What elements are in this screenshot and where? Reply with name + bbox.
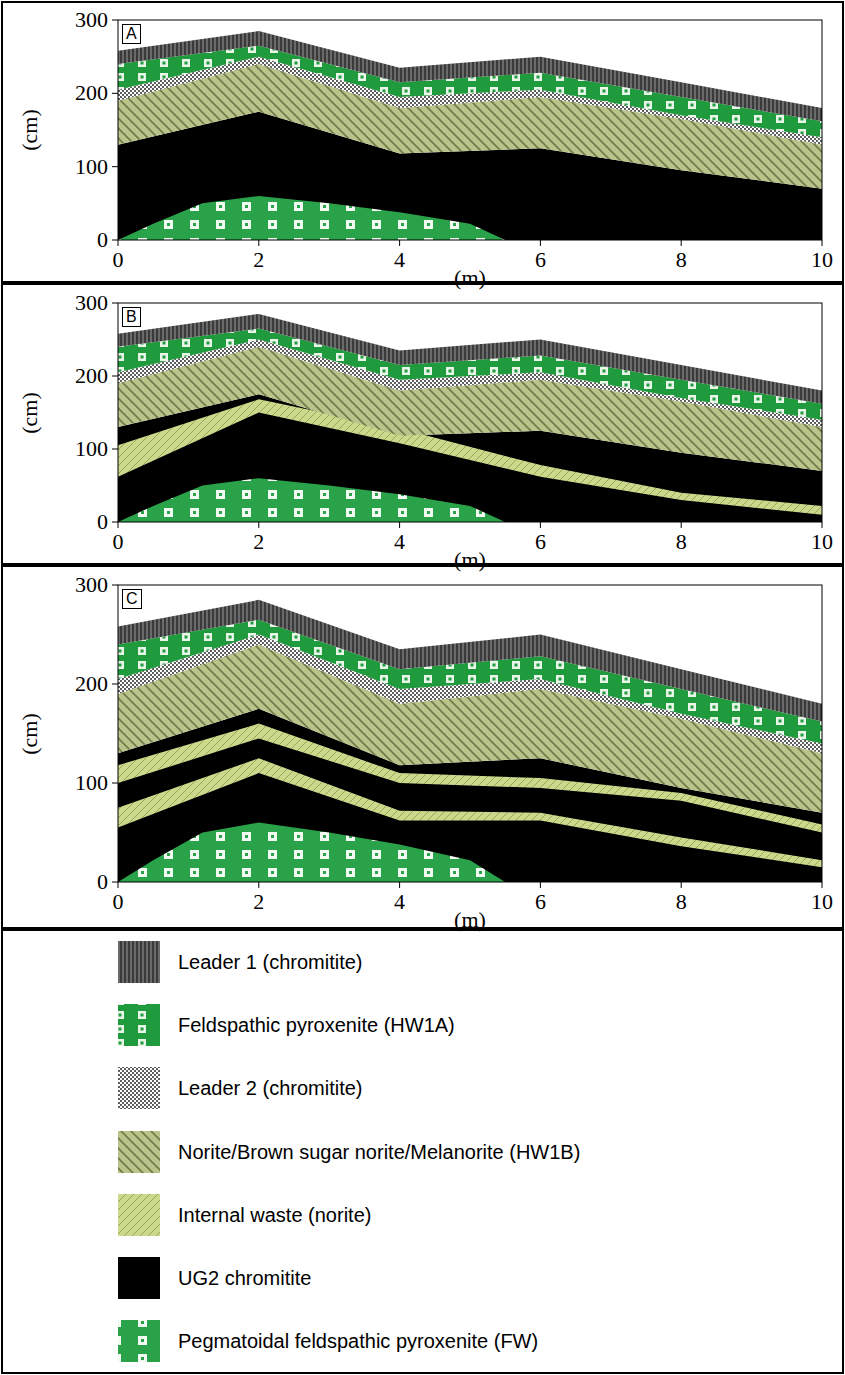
axis-title: (cm) <box>19 713 41 755</box>
y-tick <box>112 376 118 377</box>
legend-text: Leader 1 (chromitite) <box>178 952 363 972</box>
y-tick-label: 200 <box>75 82 108 104</box>
y-tick <box>112 684 118 685</box>
y-tick-label: 0 <box>97 229 108 251</box>
panel-letter: B <box>122 307 141 327</box>
x-tick <box>258 240 259 246</box>
x-tick <box>540 882 541 888</box>
x-tick-label: 10 <box>811 891 833 913</box>
y-tick <box>112 166 118 167</box>
legend-swatch <box>118 941 160 983</box>
y-tick <box>112 93 118 94</box>
x-tick <box>258 882 259 888</box>
x-tick-label: 6 <box>535 891 546 913</box>
x-tick <box>118 522 119 528</box>
x-tick <box>540 240 541 246</box>
x-tick <box>681 522 682 528</box>
y-tick <box>112 783 118 784</box>
x-tick-label: 0 <box>113 891 124 913</box>
legend-swatch <box>118 1067 160 1109</box>
x-tick-label: 2 <box>253 249 264 271</box>
leader-1 <box>118 600 822 722</box>
y-tick-label: 300 <box>75 574 108 596</box>
x-tick-label: 4 <box>394 531 405 553</box>
legend-text: Feldspathic pyroxenite (HW1A) <box>178 1015 455 1035</box>
x-tick-label: 2 <box>253 891 264 913</box>
x-tick <box>399 522 400 528</box>
y-tick <box>112 522 118 523</box>
legend-text: Leader 2 (chromitite) <box>178 1078 363 1098</box>
plot-frame <box>118 303 822 522</box>
x-tick-label: 4 <box>394 249 405 271</box>
x-tick-label: 2 <box>253 531 264 553</box>
y-tick <box>112 585 118 586</box>
axis-title: (m) <box>454 267 486 289</box>
y-tick <box>112 240 118 241</box>
y-tick <box>112 882 118 883</box>
plot-frame <box>118 585 822 882</box>
x-tick-label: 10 <box>811 249 833 271</box>
x-tick <box>681 240 682 246</box>
footwall-pyroxenite <box>118 196 505 240</box>
x-tick <box>822 882 823 888</box>
panel-letter: C <box>122 589 142 609</box>
y-tick-label: 0 <box>97 871 108 893</box>
y-tick-label: 200 <box>75 673 108 695</box>
x-tick-label: 6 <box>535 531 546 553</box>
x-tick-label: 8 <box>676 249 687 271</box>
leader-1 <box>118 314 822 404</box>
y-tick <box>112 449 118 450</box>
x-tick <box>681 882 682 888</box>
y-tick-label: 100 <box>75 772 108 794</box>
panel-letter: A <box>122 24 141 44</box>
y-tick-label: 0 <box>97 511 108 533</box>
axis-title: (cm) <box>19 392 41 434</box>
x-tick <box>258 522 259 528</box>
y-tick-label: 200 <box>75 365 108 387</box>
y-tick-label: 300 <box>75 292 108 314</box>
legend-text: Internal waste (norite) <box>178 1205 371 1225</box>
x-tick-label: 8 <box>676 531 687 553</box>
legend-swatch <box>118 1257 160 1299</box>
legend-text: UG2 chromitite <box>178 1268 311 1288</box>
x-tick-label: 6 <box>535 249 546 271</box>
legend-swatch <box>118 1194 160 1236</box>
legend-text: Pegmatoidal feldspathic pyroxenite (FW) <box>178 1331 538 1351</box>
x-tick <box>399 882 400 888</box>
x-tick-label: 10 <box>811 531 833 553</box>
axis-title: (cm) <box>19 109 41 151</box>
x-tick <box>822 522 823 528</box>
x-tick <box>399 240 400 246</box>
y-tick <box>112 303 118 304</box>
axis-title: (m) <box>454 549 486 571</box>
leader-1 <box>118 31 822 121</box>
footwall-pyroxenite <box>118 478 505 522</box>
x-tick-label: 4 <box>394 891 405 913</box>
axis-title: (m) <box>454 909 486 931</box>
legend-text: Norite/Brown sugar norite/Melanorite (HW… <box>178 1142 580 1162</box>
legend-swatch <box>118 1004 160 1046</box>
y-tick-label: 100 <box>75 438 108 460</box>
x-tick-label: 0 <box>113 249 124 271</box>
x-tick <box>118 882 119 888</box>
footwall-pyroxenite <box>118 823 505 882</box>
plot-frame <box>118 20 822 240</box>
x-tick <box>540 522 541 528</box>
x-tick-label: 0 <box>113 531 124 553</box>
x-tick-label: 8 <box>676 891 687 913</box>
legend-swatch <box>118 1320 160 1362</box>
legend-swatch <box>118 1131 160 1173</box>
x-tick <box>822 240 823 246</box>
y-tick-label: 100 <box>75 156 108 178</box>
x-tick <box>118 240 119 246</box>
y-tick <box>112 20 118 21</box>
y-tick-label: 300 <box>75 9 108 31</box>
